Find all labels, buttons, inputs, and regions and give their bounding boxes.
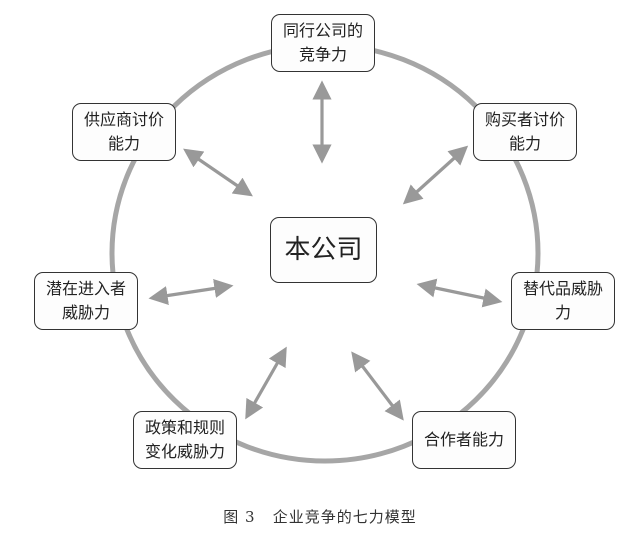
arrow-new-entrant-threat: [148, 278, 234, 306]
force-box-substitute-threat: 替代品威胁力: [511, 272, 615, 330]
force-box-buyer-power: 购买者讨价能力: [473, 103, 577, 161]
force-box-new-entrant-threat: 潜在进入者威胁力: [34, 272, 138, 330]
figure-caption: 图 3 企业竞争的七力模型: [223, 508, 417, 526]
arrow-substitute-threat: [416, 278, 503, 308]
center-company-box: 本公司: [270, 217, 377, 283]
force-box-partner-power: 合作者能力: [412, 411, 516, 469]
arrow-partner-power: [351, 351, 404, 421]
arrow-policy-threat: [245, 346, 287, 420]
arrow-buyer-power: [402, 145, 469, 205]
arrow-supplier-power: [183, 148, 253, 197]
force-box-peer-competition: 同行公司的竞争力: [271, 14, 375, 72]
force-box-supplier-power: 供应商讨价能力: [72, 103, 176, 161]
force-box-policy-threat: 政策和规则变化威胁力: [133, 411, 237, 469]
